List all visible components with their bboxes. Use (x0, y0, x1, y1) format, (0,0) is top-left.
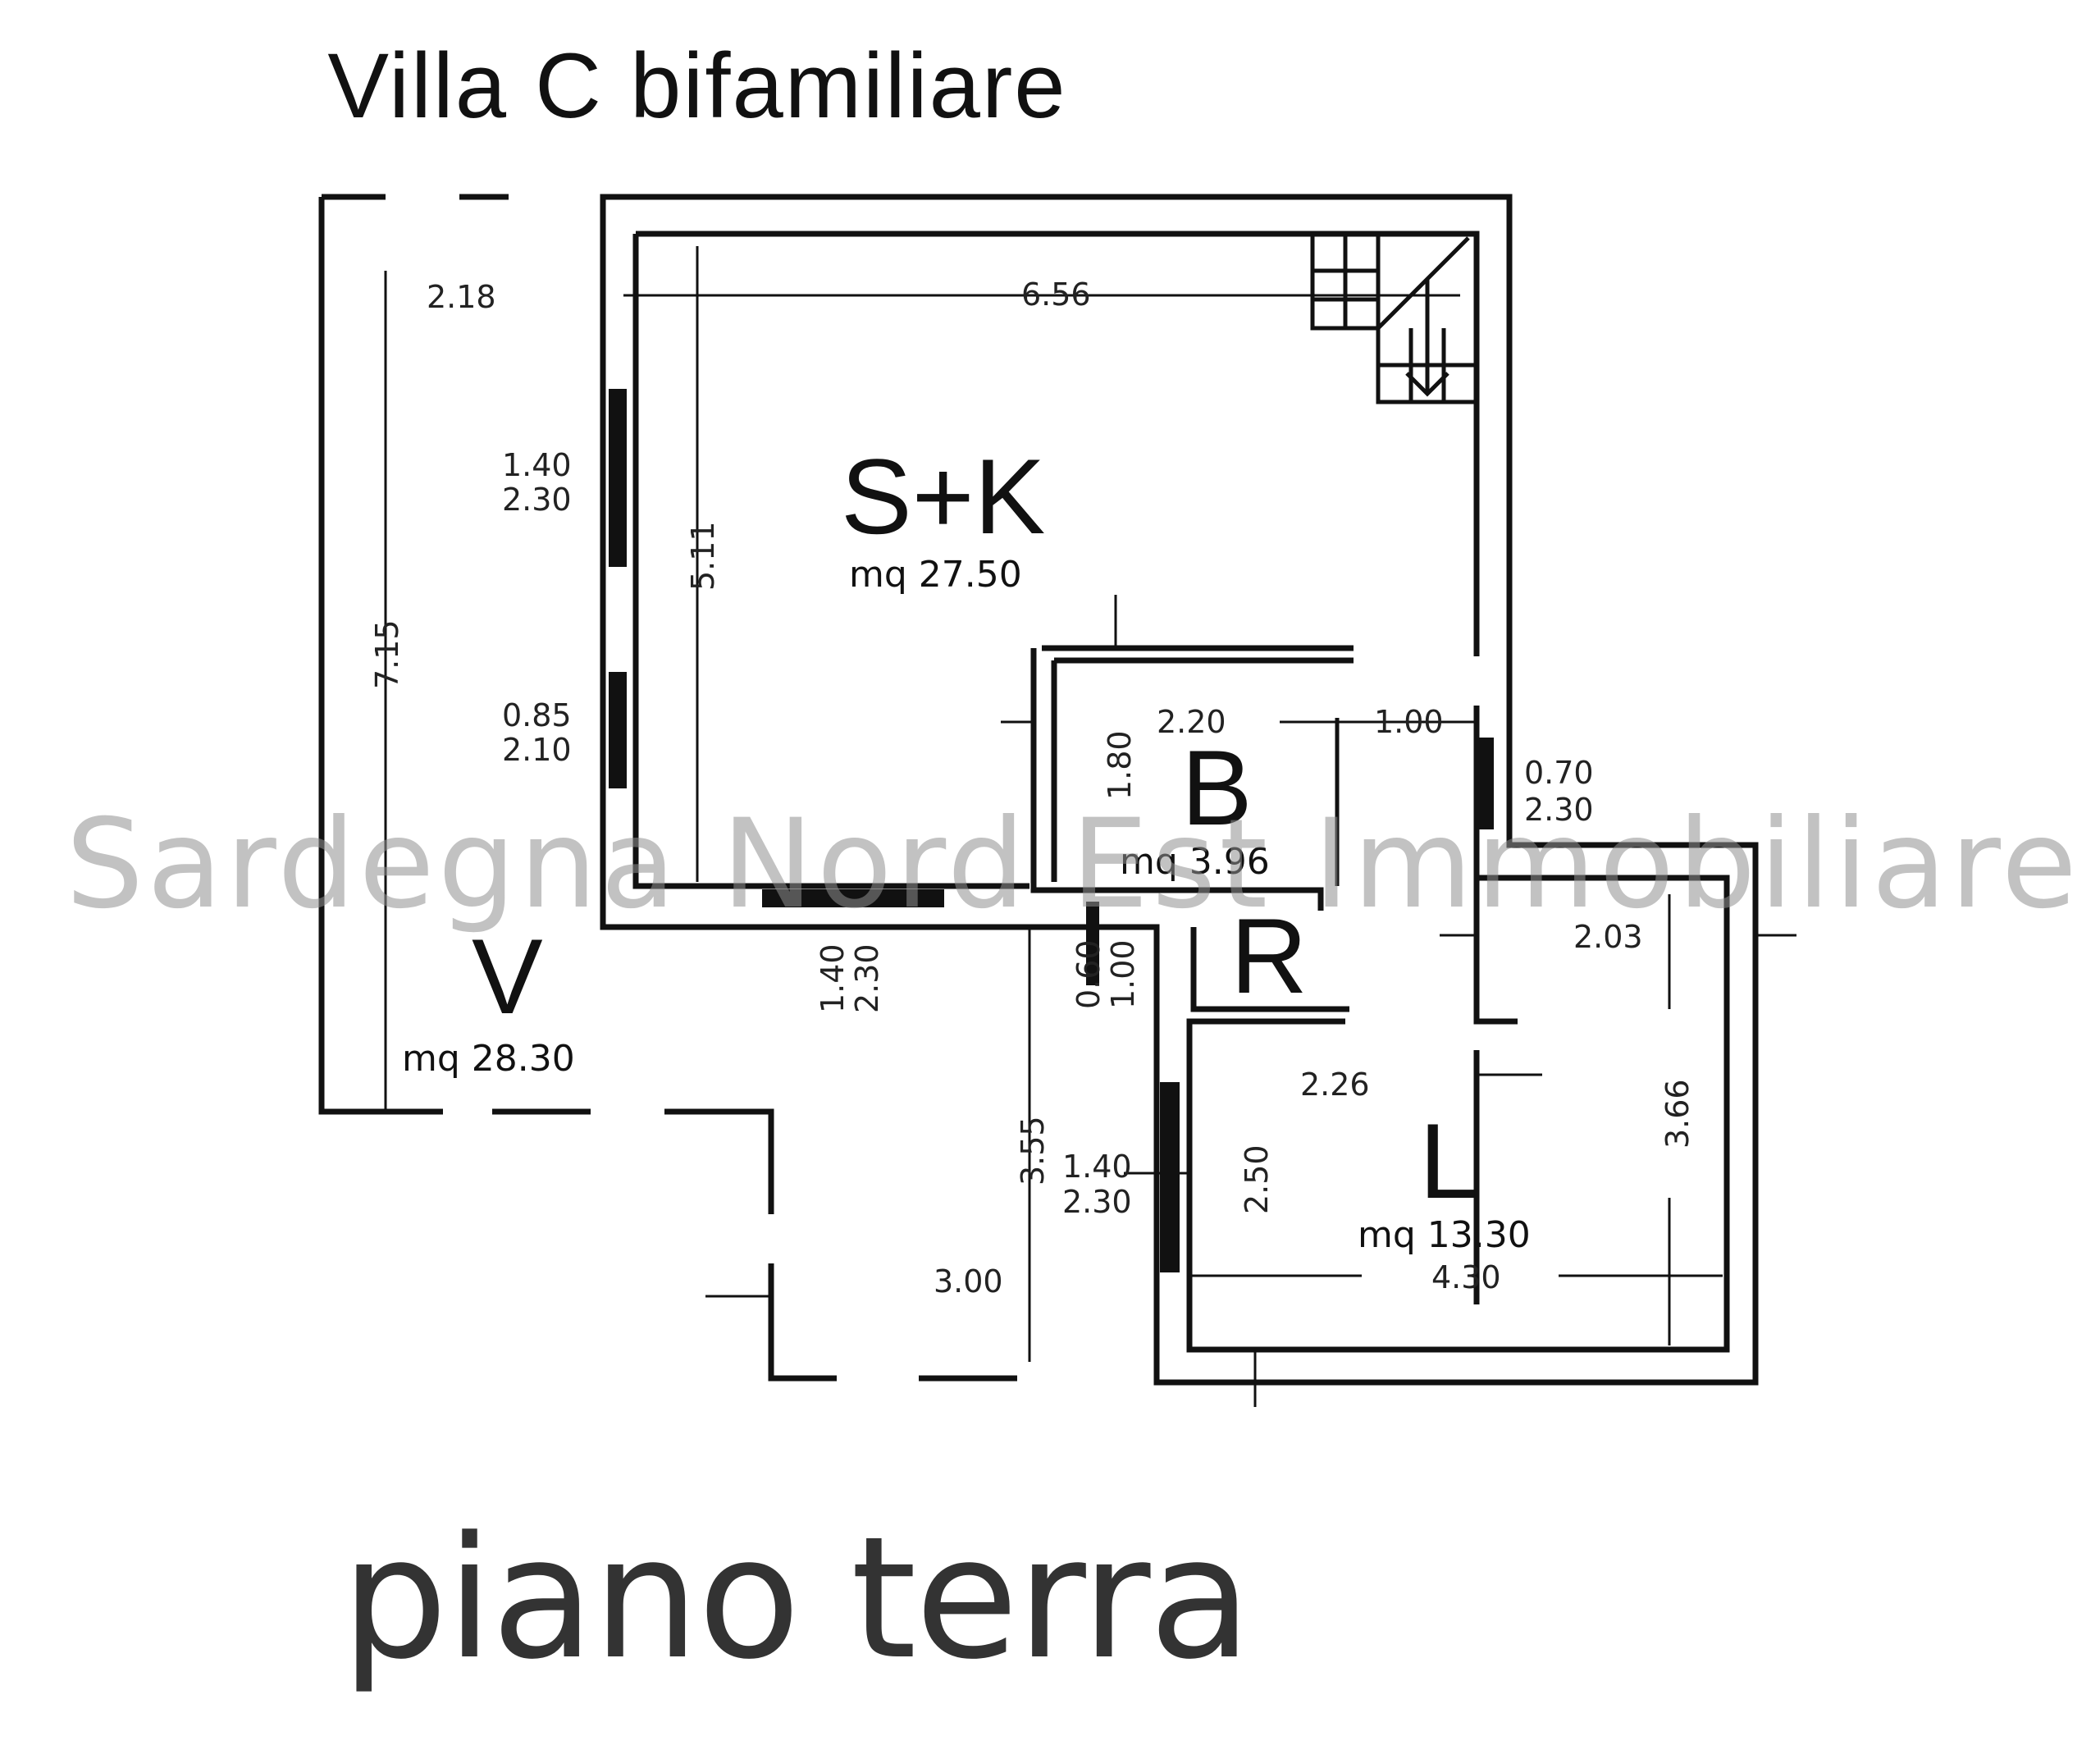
room-r-code: R (1230, 896, 1308, 1016)
dim-4-30: 4.30 (1431, 1259, 1501, 1295)
dim-window2-width: 0.85 (502, 697, 572, 733)
watermark: Sardegna Nord Est Immobiliare (66, 793, 2080, 936)
dim-3-00: 3.00 (934, 1263, 1003, 1300)
dim-2-26: 2.26 (1300, 1067, 1370, 1103)
door-r (1086, 902, 1099, 985)
dim-3-66: 3.66 (1659, 1079, 1696, 1149)
plan-title: Villa C bifamiliare (327, 34, 1067, 137)
dim-window4-width: 0.70 (1524, 755, 1594, 791)
dim-door-height: 1.00 (1105, 939, 1141, 1009)
room-v-area: mq 28.30 (402, 1038, 575, 1080)
dim-6-56: 6.56 (1021, 276, 1091, 313)
dimension-lines (384, 246, 1796, 1407)
dim-window1-height: 2.30 (502, 482, 572, 518)
room-b-code: B (1181, 728, 1253, 847)
room-l-code: L (1419, 1101, 1478, 1221)
windows (609, 389, 1494, 1272)
dim-window2-height: 2.10 (502, 732, 572, 768)
dim-1-00: 1.00 (1374, 704, 1444, 740)
dim-window1-width: 1.40 (502, 447, 572, 483)
dim-5-11: 5.11 (685, 521, 721, 591)
window-sk-southwest (609, 672, 627, 788)
window-b-east (1476, 738, 1494, 829)
dim-door-width: 0.60 (1071, 939, 1107, 1009)
dim-2-18: 2.18 (427, 279, 496, 315)
veranda-outline (318, 194, 1017, 1382)
dim-2-03: 2.03 (1573, 919, 1643, 955)
dim-window4-height: 2.30 (1524, 792, 1594, 828)
room-b-area: mq 3.96 (1120, 841, 1270, 883)
room-v-code: V (472, 916, 543, 1036)
room-sk-code: S+K (841, 436, 1045, 556)
room-sk-area: mq 27.50 (849, 554, 1022, 596)
floor-label: piano terra (340, 1501, 1252, 1697)
dim-2-20: 2.20 (1157, 704, 1226, 740)
window-sk-south (762, 889, 944, 907)
dim-7-15: 7.15 (369, 619, 405, 689)
window-sk-west (609, 389, 627, 567)
dim-window3-width: 1.40 (815, 943, 851, 1013)
dim-window5-height: 2.30 (1062, 1184, 1132, 1220)
dim-3-55: 3.55 (1015, 1116, 1051, 1185)
dim-window3-height: 2.30 (849, 943, 885, 1013)
dim-window5-width: 1.40 (1062, 1149, 1132, 1185)
room-l-area: mq 13.30 (1358, 1214, 1531, 1256)
dim-2-50: 2.50 (1239, 1144, 1275, 1214)
window-l-west (1160, 1082, 1180, 1272)
house-walls (600, 194, 1759, 1386)
dim-1-80: 1.80 (1102, 730, 1138, 800)
